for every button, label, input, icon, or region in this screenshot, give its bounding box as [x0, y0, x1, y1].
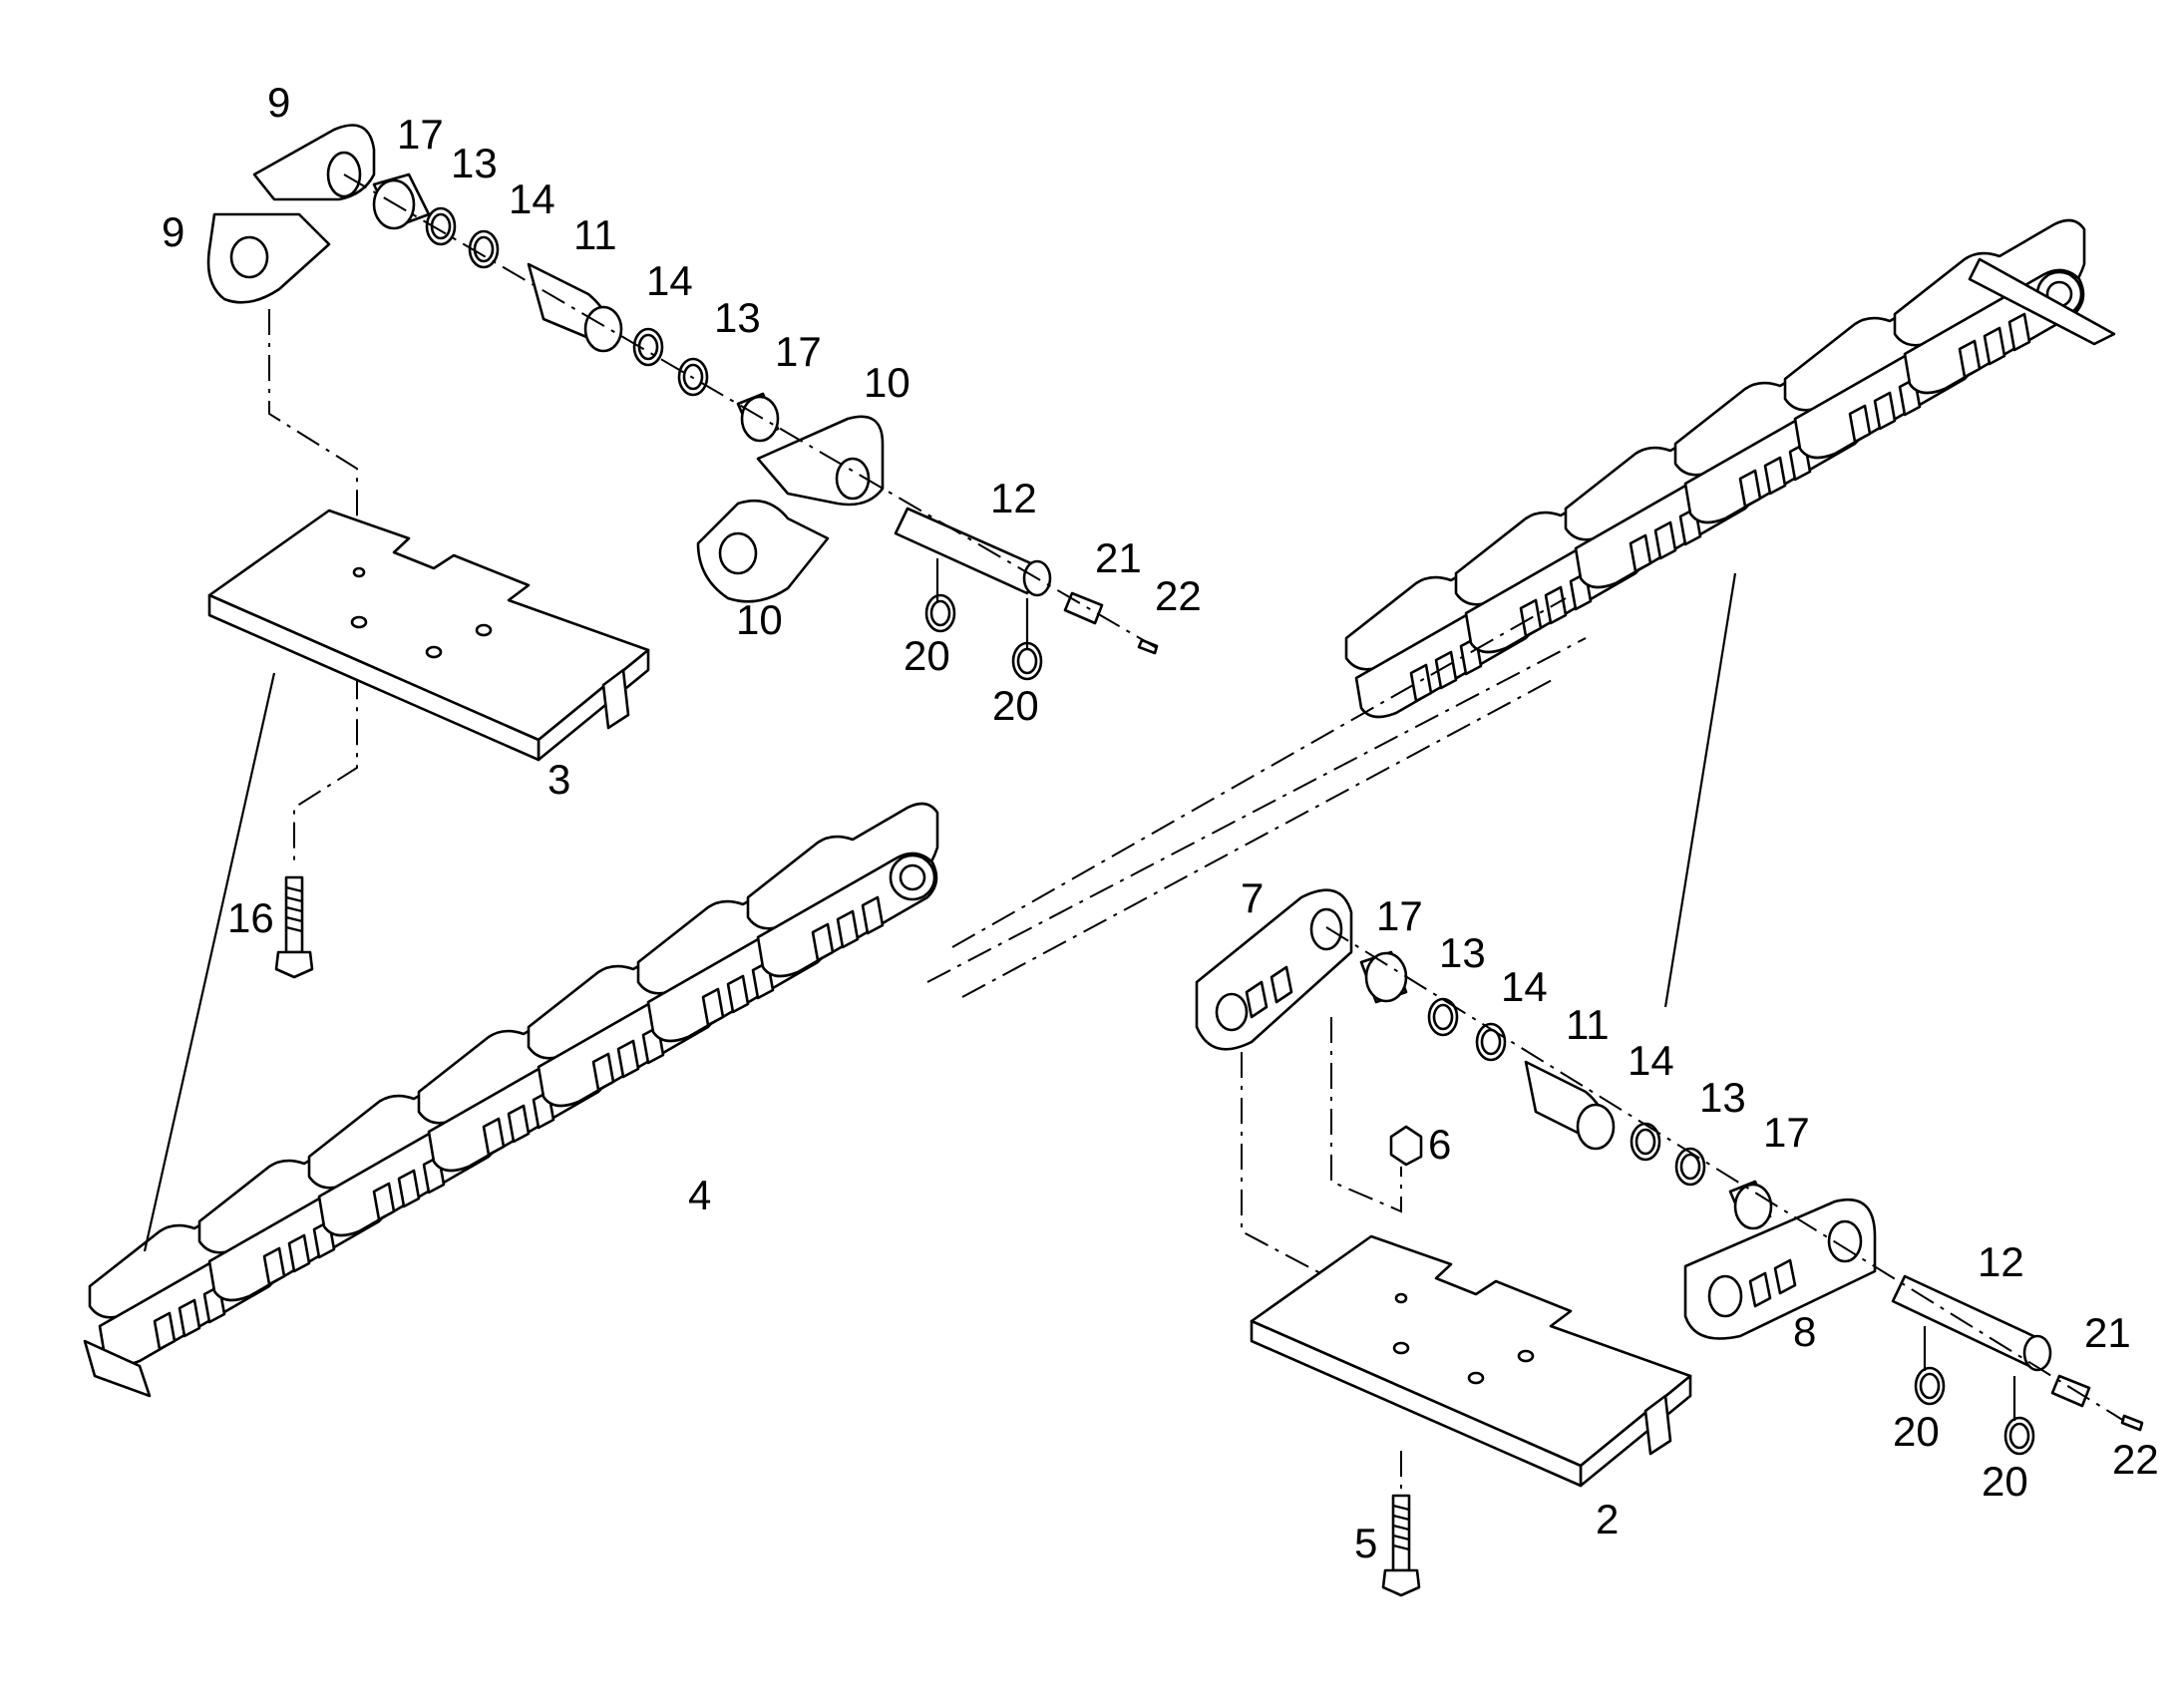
callout-9: 9	[267, 79, 290, 126]
shoe-bolt-lower	[1381, 1494, 1421, 1597]
callout-20: 20	[1893, 1408, 1940, 1455]
part-callouts: 9 9 17 13 14 11 14 13 17 10 10 12 21 22 …	[162, 79, 2159, 1566]
track-chain	[83, 218, 2116, 1398]
shoe-bolt-upper	[274, 875, 314, 979]
callout-14: 14	[646, 257, 693, 304]
callout-17: 17	[775, 328, 822, 375]
callout-13: 13	[1439, 929, 1486, 976]
callout-17: 17	[1763, 1109, 1810, 1156]
callout-9: 9	[162, 208, 184, 255]
callout-8: 8	[1793, 1308, 1816, 1355]
track-shoe-lower	[1250, 1234, 1692, 1488]
callout-6: 6	[1428, 1121, 1451, 1168]
callout-22: 22	[1155, 572, 1202, 619]
callout-13: 13	[714, 294, 761, 341]
callout-21: 21	[2084, 1309, 2131, 1356]
callout-16: 16	[227, 894, 274, 941]
callout-2: 2	[1596, 1496, 1619, 1542]
callout-14: 14	[509, 175, 555, 222]
callout-21: 21	[1095, 534, 1142, 581]
callout-10: 10	[864, 359, 910, 406]
callout-17: 17	[1376, 892, 1423, 939]
callout-12: 12	[990, 475, 1037, 521]
callout-20: 20	[992, 682, 1039, 729]
callout-5: 5	[1354, 1520, 1377, 1566]
callout-7: 7	[1241, 874, 1264, 921]
callout-13: 13	[451, 140, 498, 186]
callout-11: 11	[573, 211, 617, 258]
callout-11: 11	[1566, 1001, 1610, 1048]
upper-link-assembly	[206, 124, 1159, 867]
lower-link-assembly	[1195, 888, 2144, 1456]
callout-12: 12	[1978, 1238, 2024, 1285]
callout-14: 14	[1628, 1037, 1674, 1084]
callout-14: 14	[1501, 963, 1548, 1010]
callout-4: 4	[688, 1172, 711, 1218]
track-shoe-upper	[207, 509, 650, 762]
callout-20: 20	[904, 632, 950, 679]
callout-13: 13	[1699, 1074, 1746, 1121]
callout-3: 3	[547, 756, 570, 803]
callout-22: 22	[2112, 1436, 2159, 1483]
callout-10: 10	[736, 596, 783, 643]
callout-20: 20	[1982, 1458, 2028, 1505]
callout-17: 17	[397, 111, 444, 158]
